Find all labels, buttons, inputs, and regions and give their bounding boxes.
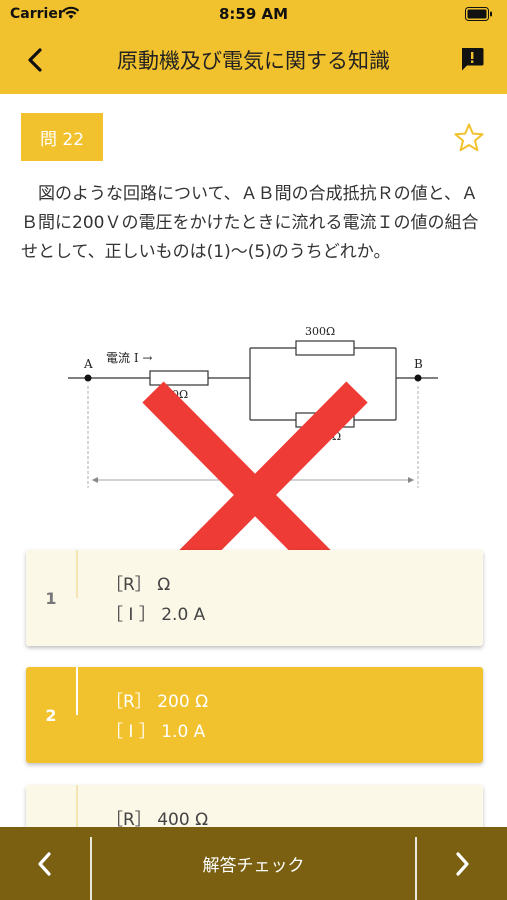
option-number: 1 [45, 588, 57, 608]
bottom-toolbar: 解答チェック [0, 827, 507, 900]
option-r-value: ［R］ 400 Ω [106, 810, 209, 830]
page-title: 原動機及び電気に関する知識 [117, 49, 390, 73]
current-label: 電流 I → [106, 351, 152, 365]
terminal-a [84, 374, 92, 382]
resistor-top [295, 340, 355, 356]
option-values: ［R］ Ω ［ I ］ 2.0 A [106, 570, 205, 630]
terminal-b [414, 374, 422, 382]
favorite-star-icon[interactable] [453, 122, 485, 154]
option-values: ［R］ 400 Ω [106, 805, 208, 835]
toolbar-divider [90, 837, 92, 900]
next-question-button[interactable] [417, 827, 507, 900]
wifi-icon [62, 6, 80, 19]
resistor-top-label: 300Ω [305, 325, 335, 338]
previous-question-button[interactable] [0, 827, 90, 900]
status-bar: Carrier 8:59 AM [0, 0, 507, 28]
report-icon[interactable] [459, 46, 485, 72]
toolbar-divider [415, 837, 417, 900]
chevron-right-icon [456, 851, 469, 876]
option-r-value: ［R］ 200 Ω [106, 692, 209, 712]
answer-option-2[interactable]: 2 ［R］ 200 Ω ［ I ］ 1.0 A [26, 667, 483, 763]
option-i-value: ［ I ］ 1.0 A [106, 722, 206, 742]
app-header: Carrier 8:59 AM 原動機及び電気に関する知識 [0, 0, 507, 94]
label-a: A [83, 357, 93, 371]
battery-icon [465, 7, 492, 21]
status-time: 8:59 AM [218, 5, 289, 23]
question-text: 図のような回路について、ＡＢ間の合成抵抗Ｒの値と、ＡＢ間に200Ｖの電圧をかけた… [21, 184, 479, 262]
option-divider [76, 785, 78, 833]
option-divider [76, 667, 78, 715]
carrier-label: Carrier [10, 6, 65, 22]
option-i-value: ［ I ］ 2.0 A [106, 605, 206, 625]
label-b: B [414, 357, 423, 371]
back-icon[interactable] [20, 42, 52, 78]
resistor-bottom-label: Ω [332, 430, 341, 443]
chevron-left-icon [38, 851, 51, 876]
option-divider [76, 550, 78, 598]
option-values: ［R］ 200 Ω ［ I ］ 1.0 A [106, 687, 208, 747]
answer-option-1[interactable]: 1 ［R］ Ω ［ I ］ 2.0 A [26, 550, 483, 646]
question-number-badge: 問 22 [21, 113, 103, 161]
option-number: 2 [45, 705, 57, 725]
option-r-value: ［R］ Ω [106, 575, 171, 595]
check-answer-button[interactable]: 解答チェック [202, 856, 305, 876]
